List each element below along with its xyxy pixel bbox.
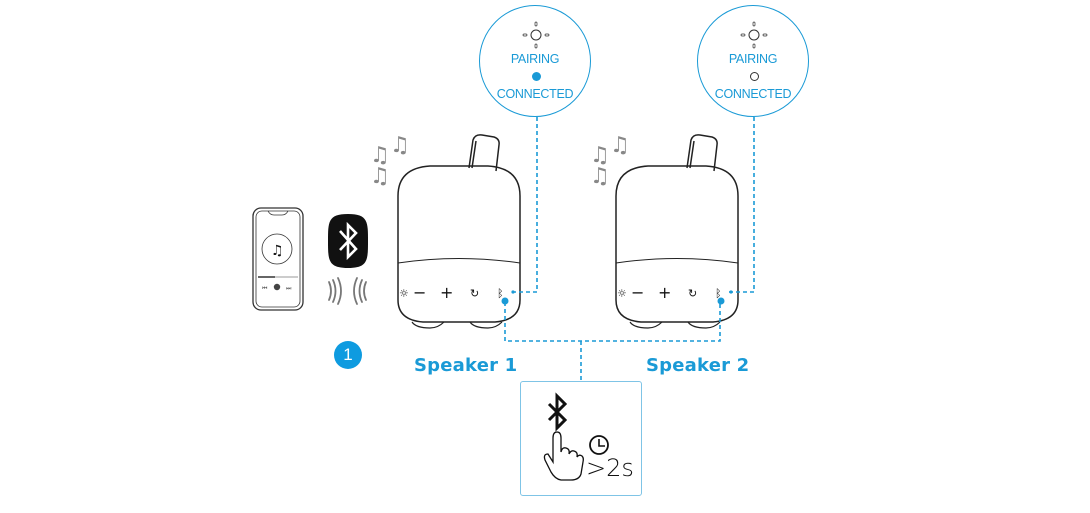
- step-number-badge: 1: [334, 341, 362, 369]
- volume-up-icon[interactable]: +: [440, 283, 453, 302]
- svg-text:♫: ♫: [610, 133, 630, 158]
- light-icon[interactable]: ☼: [617, 287, 627, 300]
- connected-label: CONNECTED: [496, 87, 574, 101]
- connector-lines: [504, 117, 755, 381]
- led-markers: [501, 290, 733, 305]
- play-icon: [273, 283, 281, 291]
- pairing-label: PAIRING: [728, 52, 778, 66]
- speaker-1: [397, 134, 521, 329]
- hand-press-icon: [543, 431, 584, 481]
- party-link-icon[interactable]: ↻: [688, 287, 697, 300]
- pairing-label: PAIRING: [510, 52, 560, 66]
- led-light-icon: [522, 21, 550, 49]
- instruction-graphic: [543, 392, 609, 481]
- indicator-bubble-speaker-2: PAIRING CONNECTED: [697, 5, 809, 117]
- bluetooth-badge-icon: [328, 214, 368, 268]
- volume-down-icon[interactable]: −: [413, 283, 426, 302]
- smartphone: ♫ ⏮ ⏭: [252, 207, 304, 311]
- bluetooth-icon[interactable]: ᛒ: [497, 287, 504, 300]
- light-icon[interactable]: ☼: [399, 287, 409, 300]
- led-light-icon: [740, 21, 768, 49]
- svg-text:♫: ♫: [590, 143, 610, 168]
- hold-duration-label: >2s: [586, 454, 634, 482]
- indicator-bubble-speaker-1: PAIRING CONNECTED: [479, 5, 591, 117]
- party-link-icon[interactable]: ↻: [470, 287, 479, 300]
- music-notes-icon: ♫♫♫ ♫♫♫: [370, 133, 630, 189]
- bluetooth-icon: [547, 392, 568, 432]
- instruction-box: >2s: [520, 381, 642, 496]
- music-note-icon: ♫: [271, 243, 284, 259]
- led-hollow-icon: [750, 72, 759, 81]
- speaker-2-label: Speaker 2: [646, 355, 750, 376]
- clock-icon: [589, 435, 609, 455]
- volume-up-icon[interactable]: +: [658, 283, 671, 302]
- signal-waves-icon: [328, 277, 367, 305]
- speaker-2-controls: ☼ − + ↻ ᛒ: [617, 283, 722, 302]
- speaker-1-controls: ☼ − + ↻ ᛒ: [399, 283, 504, 302]
- speaker-2: [615, 134, 739, 329]
- led-filled-icon: [532, 72, 541, 81]
- svg-text:♫: ♫: [390, 133, 410, 158]
- svg-text:♫: ♫: [590, 164, 610, 189]
- svg-text:⏮: ⏮: [262, 286, 268, 292]
- speaker-1-label: Speaker 1: [414, 355, 518, 376]
- svg-text:♫: ♫: [370, 164, 390, 189]
- svg-text:⏭: ⏭: [286, 286, 292, 292]
- volume-down-icon[interactable]: −: [631, 283, 644, 302]
- svg-text:♫: ♫: [370, 143, 390, 168]
- connected-label: CONNECTED: [714, 87, 792, 101]
- bluetooth-icon[interactable]: ᛒ: [715, 287, 722, 300]
